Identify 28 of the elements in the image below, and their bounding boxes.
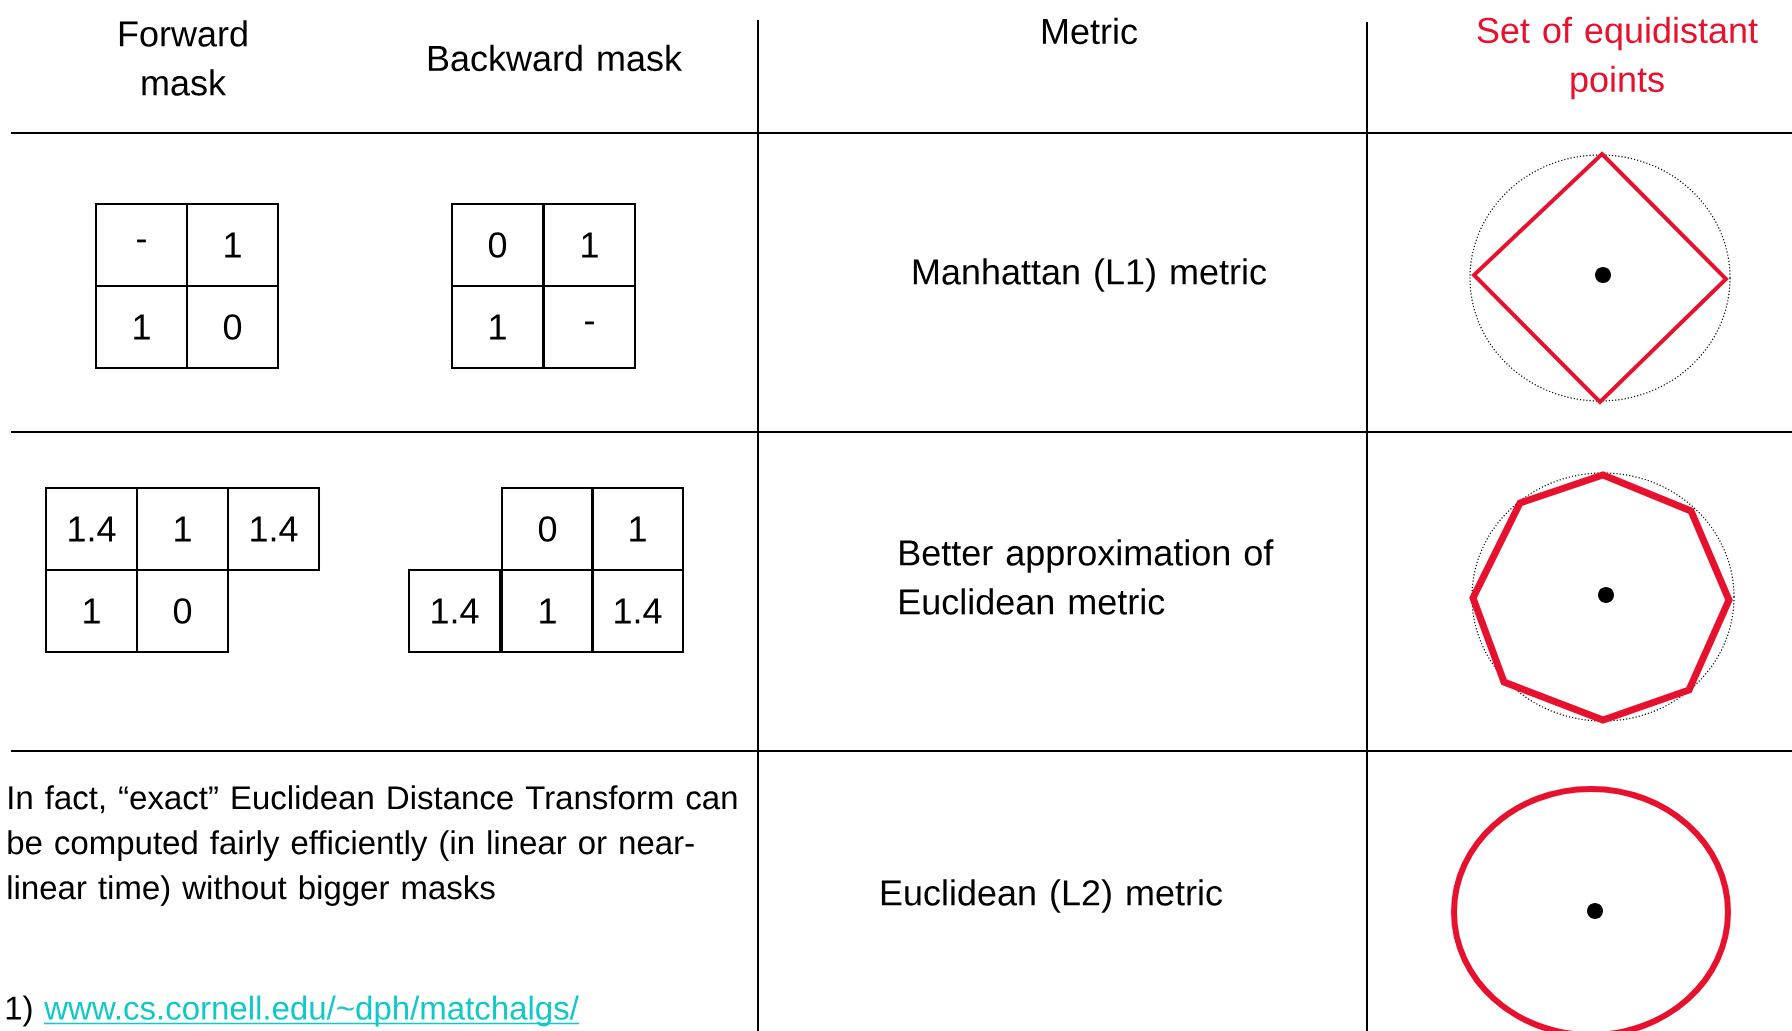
link: www.cs.cornell.edu/~dph/matchalgs/ <box>43 995 580 1027</box>
metric-label: Euclidean (L2) metric <box>881 879 1223 913</box>
metric-label: Manhattan (L1) metric <box>913 258 1267 292</box>
mask-cell: 1 <box>591 487 684 571</box>
mask-cell: 1 <box>95 285 188 369</box>
mask-cell: 1.4 <box>591 569 684 653</box>
mask-cell: 0 <box>501 487 594 571</box>
mask-cell: 1 <box>451 285 544 369</box>
footnote-number: 1) <box>6 995 32 1027</box>
column-header: Backward mask <box>428 44 683 72</box>
mask-cell: 1.4 <box>227 487 320 571</box>
column-header: Metric <box>1042 17 1138 45</box>
mask-cell: 1 <box>45 569 138 653</box>
mask-cell: - <box>543 285 636 369</box>
column-header: Set of equidistant points <box>1477 16 1758 100</box>
mask-cell: 1 <box>543 203 636 287</box>
mask-cell: 0 <box>451 203 544 287</box>
mask-cell: 1.4 <box>45 487 138 571</box>
mask-cell: 1 <box>501 569 594 653</box>
mask-cell: 1.4 <box>408 569 501 653</box>
mask-cell: 1 <box>186 203 279 287</box>
column-header: Forward mask <box>119 20 247 96</box>
note-text: In fact, “exact” Euclidean Distance Transform can be computed fairly efficiently (in linear or near-linear time) without bigger masks <box>8 785 737 906</box>
mask-cell: - <box>95 203 188 287</box>
mask-cell: 0 <box>136 569 229 653</box>
mask-cell: 1 <box>136 487 229 571</box>
metric-label: Better approximation of Euclidean metric <box>900 539 1274 615</box>
mask-cell: 0 <box>186 285 279 369</box>
